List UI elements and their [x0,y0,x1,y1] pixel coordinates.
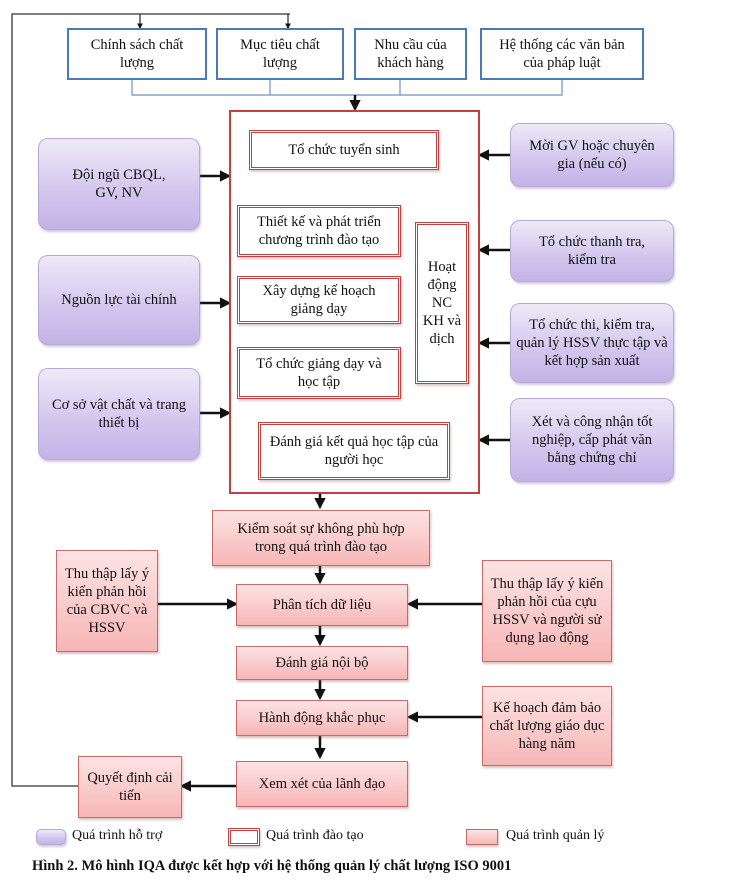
mgmt-data-analysis: Phân tích dữ liệu [236,584,408,626]
support-invite-experts: Mời GV hoặc chuyên gia (nếu có) [510,123,674,187]
input-quality-policy: Chính sách chất lượng [67,28,207,80]
legend-management-swatch [466,829,498,845]
training-assessment: Đánh giá kết quả học tập của người học [258,422,450,480]
inputs-bracket [131,80,563,96]
training-teaching-plan: Xây dựng kế hoạch giảng dạy [237,276,401,324]
mgmt-feedback-alumni-employers: Thu thập lấy ý kiến phản hồi của cựu HSS… [482,560,612,662]
resource-staff: Đội ngũ CBQL, GV, NV [38,138,200,230]
mgmt-nonconformity-control: Kiểm soát sự không phù hợp trong quá trì… [212,510,430,566]
input-quality-objectives: Mục tiêu chất lượng [216,28,344,80]
legend-support-swatch [36,829,66,845]
input-customer-needs: Nhu cầu của khách hàng [354,28,467,80]
resource-finance: Nguồn lực tài chính [38,255,200,345]
training-curriculum: Thiết kế và phát triển chương trình đào … [237,205,401,257]
legend-training-label: Quá trình đào tạo [266,828,364,843]
support-inspection: Tổ chức thanh tra, kiểm tra [510,220,674,282]
support-graduation: Xét và công nhận tốt nghiệp, cấp phát vă… [510,398,674,482]
input-legal-documents: Hệ thống các văn bản của pháp luật [480,28,644,80]
training-teaching: Tổ chức giảng dạy và học tập [237,347,401,399]
training-process-frame [229,110,480,494]
support-exam-internship: Tổ chức thi, kiểm tra, quản lý HSSV thực… [510,303,674,383]
legend-training-swatch [228,828,260,846]
mgmt-improvement-decision: Quyết định cải tiến [78,756,182,818]
mgmt-internal-audit: Đánh giá nội bộ [236,646,408,680]
mgmt-feedback-staff-students: Thu thập lấy ý kiến phản hồi của CBVC và… [56,550,158,652]
legend-support-label: Quá trình hỗ trợ [72,828,163,843]
legend-management-label: Quá trình quản lý [506,828,605,843]
mgmt-leadership-review: Xem xét của lãnh đạo [236,761,408,807]
training-research: Hoạt động NC KH và dịch [415,222,469,384]
training-admission: Tổ chức tuyển sinh [249,130,439,170]
figure-caption: Hình 2. Mô hình IQA được kết hợp với hệ … [32,858,512,874]
mgmt-annual-quality-plan: Kế hoạch đảm bảo chất lượng giáo dục hàn… [482,686,612,766]
resource-facilities: Cơ sở vật chất và trang thiết bị [38,368,200,460]
mgmt-corrective-action: Hành động khắc phục [236,700,408,736]
feedback-loop-line [11,13,290,787]
